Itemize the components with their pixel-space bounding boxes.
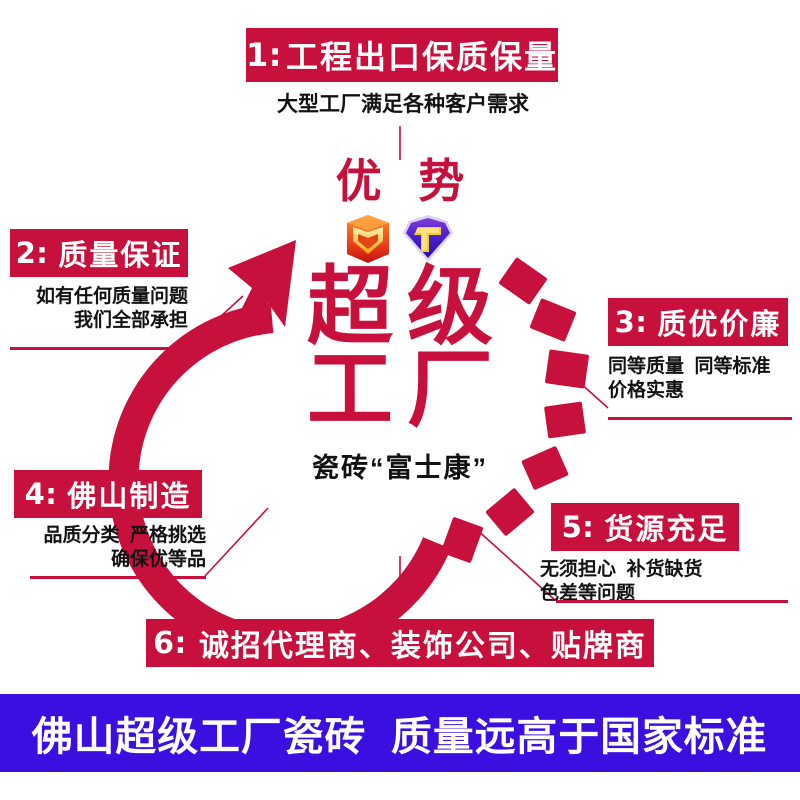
item-5-heading: 货源充足: [604, 514, 729, 546]
item-1-heading: 工程出口保质保量: [285, 39, 558, 75]
item-4-desc: 品质分类 严格挑选 确保优等品: [43, 525, 206, 571]
item-2-chip[interactable]: 2: 质量保证: [10, 229, 188, 277]
item-3-heading: 质优价廉: [657, 309, 782, 341]
shield-factory-badge-icon: [403, 215, 453, 262]
badge-row: [0, 214, 800, 264]
item-1-chip[interactable]: 1: 工程出口保质保量: [246, 28, 558, 82]
item-2-underline: [10, 347, 186, 350]
item-6-number: 6:: [153, 625, 187, 661]
item-2-desc: 如有任何质量问题 我们全部承担: [35, 286, 188, 332]
item-3-number: 3:: [614, 305, 648, 339]
item-5-underline: [556, 600, 788, 603]
bottom-banner-text: 佛山超级工厂瓷砖 质量远高于国家标准: [32, 715, 768, 759]
item-2-number: 2:: [15, 236, 49, 270]
item-6-heading: 诚招代理商、装饰公司、贴牌商: [198, 630, 647, 663]
item-4-chip[interactable]: 4: 佛山制造: [14, 470, 202, 518]
item-2-heading: 质量保证: [58, 240, 183, 272]
brand-title: 超级 工厂: [0, 264, 800, 439]
item-3-desc: 同等质量 同等标准 价格实惠: [608, 356, 771, 402]
brand-title-line2: 工厂: [307, 342, 507, 439]
hexagon-award-badge-icon: [347, 215, 389, 263]
item-4-heading: 佛山制造: [67, 481, 192, 513]
item-5-chip[interactable]: 5: 货源充足: [551, 503, 739, 551]
eyebrow-label: 优 势: [335, 155, 477, 207]
item-5-number: 5:: [561, 510, 595, 544]
item-6-chip[interactable]: 6: 诚招代理商、装饰公司、贴牌商: [146, 619, 654, 667]
brand-subtitle: 瓷砖“富士康”: [312, 453, 488, 483]
item-4-underline: [30, 576, 206, 579]
bottom-banner: 佛山超级工厂瓷砖 质量远高于国家标准: [0, 694, 800, 772]
item-5-desc: 无须担心 补货缺货 色差等问题: [540, 559, 703, 605]
brand-title-line1: 超级: [307, 259, 507, 355]
item-3-chip[interactable]: 3: 质优价廉: [608, 298, 788, 346]
item-4-number: 4:: [24, 477, 58, 511]
item-3-underline: [608, 417, 792, 420]
item-1-number: 1:: [246, 36, 283, 74]
item-1-desc: 大型工厂满足各种客户需求: [277, 93, 529, 116]
